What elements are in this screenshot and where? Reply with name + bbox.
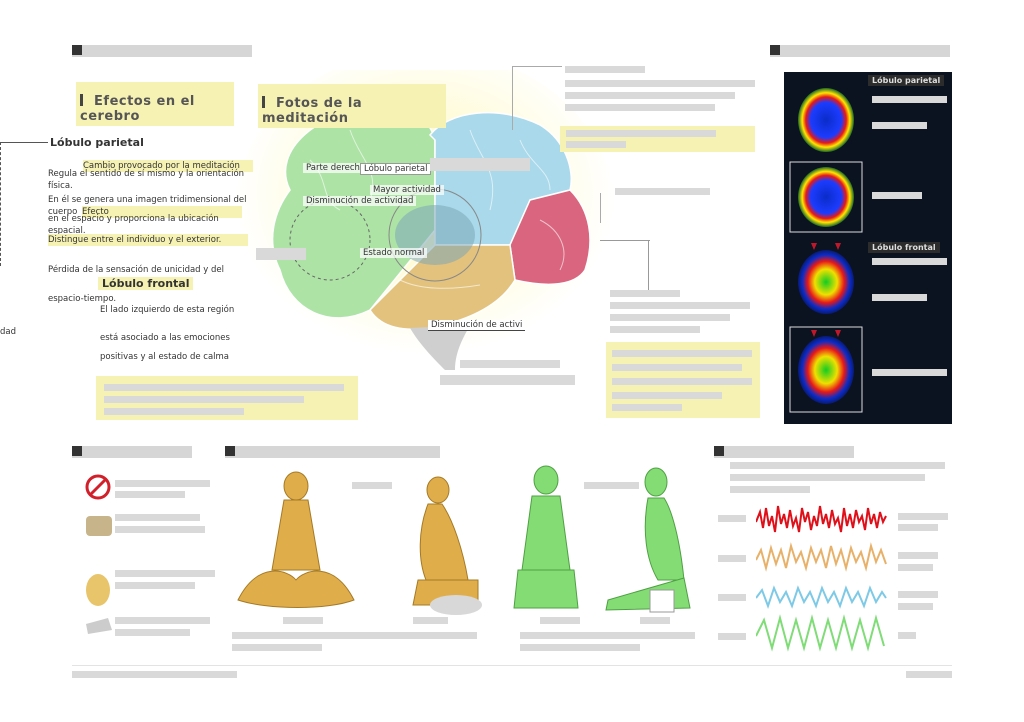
connector-line bbox=[0, 142, 2, 266]
scan-frame bbox=[789, 326, 863, 413]
brain-effects-heading: Efectos en el cerebro bbox=[76, 82, 234, 126]
occipital-lobe-shape bbox=[509, 189, 591, 286]
highlight-paragraph bbox=[96, 376, 358, 420]
label-less-activity: Disminución de actividad bbox=[303, 196, 417, 206]
highlight-block bbox=[606, 342, 760, 418]
leaf-icon bbox=[86, 618, 112, 634]
scan-frontal-2 bbox=[798, 336, 854, 404]
effect-label: Efecto bbox=[82, 206, 242, 218]
tips-icons bbox=[85, 474, 112, 634]
scan-frontal-1 bbox=[798, 250, 854, 314]
scan-label-parietal: Lóbulo parietal bbox=[868, 75, 945, 86]
parietal-desc-5: Pérdida de la sensación de unicidad y de… bbox=[48, 265, 224, 275]
parietal-desc-3: en el espacio y proporciona la ubicación… bbox=[48, 214, 219, 236]
frontal-desc-2: está asociado a las emociones bbox=[100, 333, 230, 343]
orange-legs bbox=[237, 570, 355, 608]
section-title-right-bar bbox=[770, 45, 950, 57]
frontal-desc-3: positivas y al estado de calma bbox=[100, 352, 230, 362]
orange-head bbox=[283, 471, 309, 501]
label-right-side: Parte derecha bbox=[303, 163, 369, 173]
parietal-desc-2: En él se genera una imagen tridimensiona… bbox=[48, 195, 247, 217]
scan-label-frontal: Lóbulo frontal bbox=[868, 242, 940, 253]
connector-line bbox=[512, 66, 562, 67]
parietal-desc-4: Distingue entre el individuo y el exteri… bbox=[48, 234, 248, 246]
meditator-icon bbox=[86, 574, 110, 606]
label-normal-state: Estado normal bbox=[360, 248, 428, 258]
section-bullet bbox=[770, 45, 780, 55]
label-less-activity-short: Disminución de activi bbox=[428, 320, 526, 331]
orange-torso bbox=[271, 499, 321, 571]
section-title-left-bar bbox=[72, 45, 252, 57]
scan-frame bbox=[789, 161, 863, 233]
frontal-title: Lóbulo frontal bbox=[98, 277, 194, 290]
meditation-postures bbox=[237, 465, 691, 615]
cushion-icon bbox=[86, 516, 112, 536]
brain-scans bbox=[789, 88, 863, 413]
label-parietal-lobe: Lóbulo parietal bbox=[360, 163, 432, 175]
brain-waves bbox=[756, 505, 887, 652]
highlight-block bbox=[560, 126, 755, 152]
left-edge-fragment: dad bbox=[0, 327, 16, 337]
parietal-desc-1: Regula el sentido de sí mismo y la orien… bbox=[48, 169, 245, 191]
parietal-title: Lóbulo parietal bbox=[50, 136, 144, 149]
brainstem-shape bbox=[410, 325, 470, 370]
scan-parietal-1 bbox=[798, 88, 854, 152]
brain-illustration bbox=[235, 70, 615, 370]
label-more-activity: Mayor actividad bbox=[370, 185, 444, 195]
wave-delta bbox=[756, 614, 885, 652]
parietal-desc-6: espacio-tiempo. bbox=[48, 294, 117, 304]
connector-line bbox=[0, 142, 48, 143]
connector-line bbox=[512, 66, 513, 130]
scan-parietal-2 bbox=[798, 167, 854, 227]
wave-beta bbox=[756, 505, 887, 533]
wave-theta bbox=[756, 585, 887, 609]
frontal-desc-1: El lado izquierdo de esta región bbox=[100, 305, 235, 315]
parietal-change-caption: Cambio provocado por la meditación bbox=[83, 160, 253, 172]
meditation-photos-heading: Fotos de la meditación bbox=[258, 84, 446, 128]
section-bullet bbox=[72, 45, 82, 55]
wave-alpha bbox=[756, 542, 887, 572]
